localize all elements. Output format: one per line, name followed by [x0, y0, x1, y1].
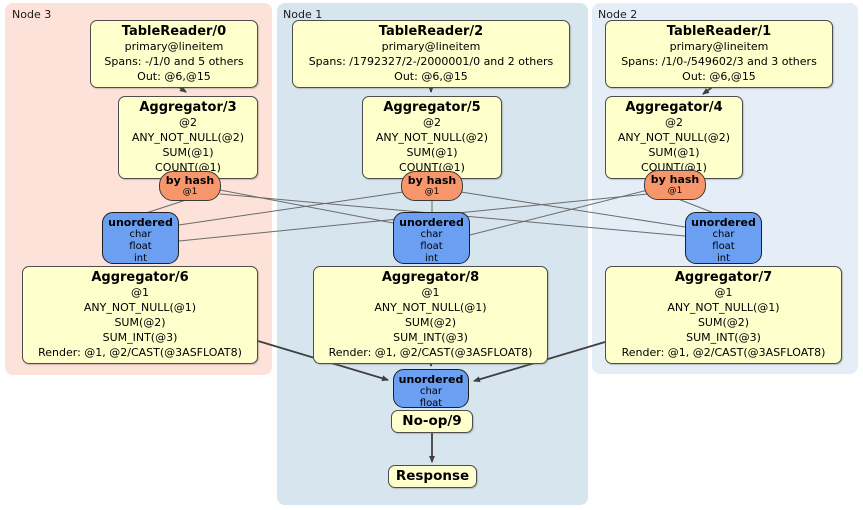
- sync-type: char: [420, 229, 443, 240]
- aggregator-4-box: Aggregator/4 @2 ANY_NOT_NULL(@2) SUM(@1)…: [605, 96, 743, 179]
- sync-type: int: [716, 253, 731, 264]
- processor-line: @2: [665, 116, 683, 129]
- processor-line: Render: @1, @2/CAST(@3ASFLOAT8): [328, 346, 533, 359]
- hash-router-node3: by hash @1: [159, 171, 221, 201]
- aggregator-3-box: Aggregator/3 @2 ANY_NOT_NULL(@2) SUM(@1)…: [118, 96, 258, 179]
- sync-type: float: [129, 241, 152, 252]
- sync-title: unordered: [398, 373, 464, 386]
- processor-line: @2: [179, 116, 197, 129]
- processor-title: Aggregator/7: [674, 270, 773, 285]
- processor-line: @1: [714, 286, 733, 299]
- sync-type: char: [419, 386, 443, 397]
- router-columns: @1: [667, 186, 683, 196]
- sync-type: char: [712, 229, 735, 240]
- hash-router-node2: by hash @1: [644, 170, 706, 200]
- processor-line: Out: @6,@15: [394, 70, 468, 83]
- sync-type: float: [712, 241, 735, 252]
- router-title: by hash: [407, 174, 457, 187]
- processor-line: primary@lineitem: [381, 40, 481, 53]
- processor-line: Render: @1, @2/CAST(@3ASFLOAT8): [621, 346, 826, 359]
- aggregator-8-box: Aggregator/8 @1 ANY_NOT_NULL(@1) SUM(@2)…: [313, 266, 548, 364]
- processor-line: primary@lineitem: [669, 40, 769, 53]
- processor-line: ANY_NOT_NULL(@1): [667, 301, 780, 314]
- router-columns: @1: [182, 187, 198, 197]
- noop-9-box: No-op/9: [391, 410, 473, 433]
- processor-title: TableReader/1: [666, 24, 772, 39]
- node2-label: Node 2: [598, 8, 638, 21]
- sync-type: float: [419, 398, 443, 409]
- processor-title: Aggregator/3: [139, 100, 237, 115]
- processor-line: COUNT(@1): [155, 161, 221, 174]
- processor-line: Out: @6,@15: [137, 70, 211, 83]
- processor-line: @2: [423, 116, 441, 129]
- node1-label: Node 1: [283, 8, 323, 21]
- processor-line: ANY_NOT_NULL(@1): [83, 301, 197, 314]
- processor-line: Render: @1, @2/CAST(@3ASFLOAT8): [38, 346, 242, 359]
- processor-line: ANY_NOT_NULL(@1): [374, 301, 487, 314]
- tablereader-0-box: TableReader/0 primary@lineitem Spans: -/…: [90, 20, 258, 88]
- processor-title: TableReader/0: [121, 24, 227, 39]
- processor-title: Aggregator/8: [381, 270, 480, 285]
- processor-line: @1: [131, 286, 149, 299]
- sync-title: unordered: [108, 216, 173, 229]
- sync-type: int: [133, 253, 148, 264]
- processor-line: SUM(@1): [406, 146, 458, 159]
- sync-type: char: [129, 229, 152, 240]
- processor-line: ANY_NOT_NULL(@2): [131, 131, 245, 144]
- sync-title: unordered: [399, 216, 464, 229]
- processor-line: SUM(@2): [404, 316, 457, 329]
- sync-type: int: [424, 253, 439, 264]
- unordered-sync-node2: unordered char float int: [685, 212, 762, 264]
- aggregator-6-box: Aggregator/6 @1 ANY_NOT_NULL(@1) SUM(@2)…: [22, 266, 258, 364]
- router-columns: @1: [424, 187, 440, 197]
- processor-line: SUM(@1): [648, 146, 700, 159]
- processor-line: SUM(@1): [162, 146, 214, 159]
- aggregator-7-box: Aggregator/7 @1 ANY_NOT_NULL(@1) SUM(@2)…: [605, 266, 842, 364]
- unordered-sync-final: unordered char float: [393, 369, 469, 409]
- processor-line: @1: [421, 286, 440, 299]
- processor-title: Aggregator/4: [625, 100, 723, 115]
- processor-line: Spans: /1792327/2-/2000001/0 and 2 other…: [308, 55, 554, 68]
- processor-line: Spans: -/1/0 and 5 others: [104, 55, 244, 68]
- tablereader-1-box: TableReader/1 primary@lineitem Spans: /1…: [605, 20, 833, 88]
- sync-type: float: [420, 241, 443, 252]
- tablereader-2-box: TableReader/2 primary@lineitem Spans: /1…: [292, 20, 570, 88]
- processor-line: COUNT(@1): [399, 161, 465, 174]
- processor-line: SUM(@2): [697, 316, 750, 329]
- processor-title: Aggregator/6: [91, 270, 189, 285]
- sync-title: unordered: [691, 216, 756, 229]
- processor-line: SUM(@2): [114, 316, 166, 329]
- processor-line: SUM_INT(@3): [686, 331, 761, 344]
- router-title: by hash: [650, 173, 700, 186]
- processor-title: TableReader/2: [378, 24, 484, 39]
- response-box: Response: [388, 465, 477, 488]
- aggregator-5-box: Aggregator/5 @2 ANY_NOT_NULL(@2) SUM(@1)…: [362, 96, 502, 179]
- node3-label: Node 3: [12, 8, 52, 21]
- processor-line: SUM_INT(@3): [102, 331, 178, 344]
- processor-title: Aggregator/5: [383, 100, 481, 115]
- unordered-sync-node3: unordered char float int: [102, 212, 179, 264]
- processor-line: ANY_NOT_NULL(@2): [375, 131, 489, 144]
- processor-line: SUM_INT(@3): [393, 331, 468, 344]
- unordered-sync-node1: unordered char float int: [393, 212, 470, 264]
- router-title: by hash: [165, 174, 215, 187]
- processor-line: Spans: /1/0-/549602/3 and 3 others: [621, 55, 817, 68]
- processor-line: ANY_NOT_NULL(@2): [617, 131, 731, 144]
- processor-line: primary@lineitem: [124, 40, 224, 53]
- processor-line: Out: @6,@15: [682, 70, 756, 83]
- hash-router-node1: by hash @1: [401, 171, 463, 201]
